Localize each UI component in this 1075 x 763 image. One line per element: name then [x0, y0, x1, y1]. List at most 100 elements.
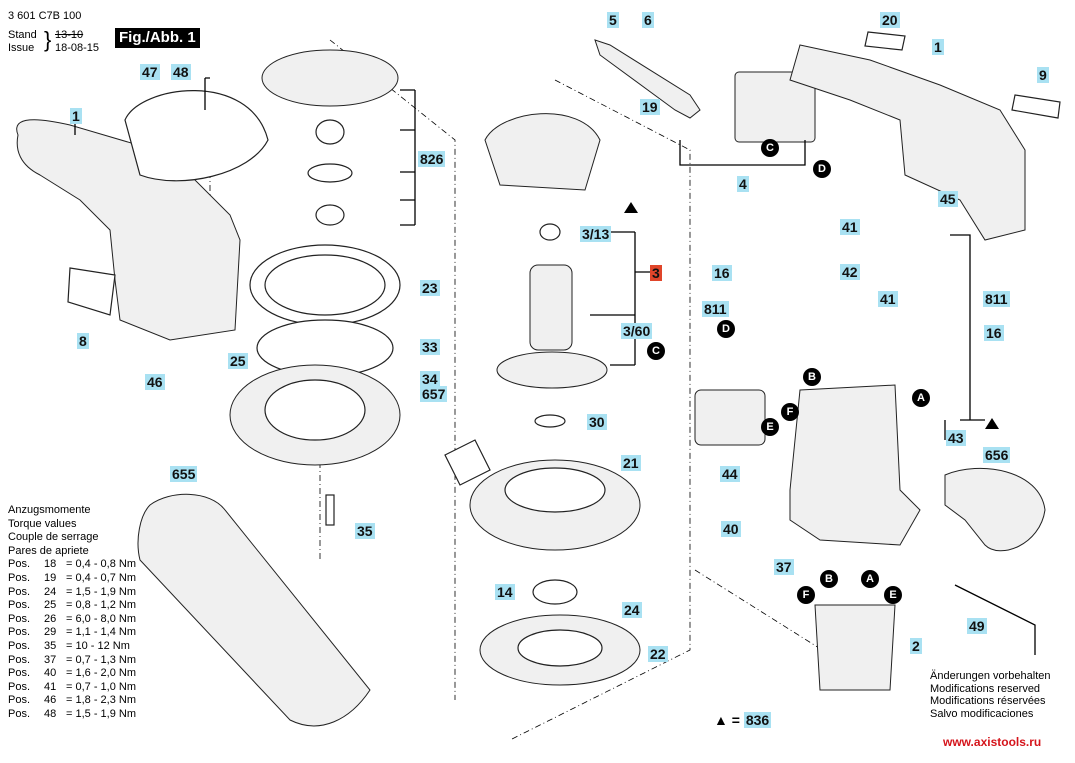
armature-fan: [496, 351, 608, 389]
part-label-16-left[interactable]: 16: [712, 265, 732, 281]
part-label-14[interactable]: 14: [495, 584, 515, 600]
torque-value: = 0,4 - 0,8 Nm: [66, 558, 137, 571]
part-label-47[interactable]: 47: [140, 64, 160, 80]
label-8: [67, 267, 116, 316]
part-label-3[interactable]: 3: [650, 265, 662, 281]
part-label-46[interactable]: 46: [145, 374, 165, 390]
part-label-34[interactable]: 34: [420, 371, 440, 387]
spindle-nut: [315, 204, 345, 226]
torque-row: Pos.18= 0,4 - 0,8 Nm: [8, 558, 136, 572]
torque-row: Pos.25= 0,8 - 1,2 Nm: [8, 599, 136, 613]
dust-cover-47: [124, 90, 269, 182]
part-label-20[interactable]: 20: [880, 12, 900, 28]
part-label-42[interactable]: 42: [840, 264, 860, 280]
torque-value: = 0,4 - 0,7 Nm: [66, 571, 137, 584]
torque-value: = 1,5 - 1,9 Nm: [66, 585, 137, 598]
part-label-37[interactable]: 37: [774, 559, 794, 575]
part-label-41-mid[interactable]: 41: [878, 291, 898, 307]
part-label-43[interactable]: 43: [946, 430, 966, 446]
part-label-657[interactable]: 657: [420, 386, 448, 402]
triangle-legend-symbol: ▲ =: [714, 712, 740, 728]
connector-c-marker: C: [761, 139, 779, 157]
triangle-836-marker: [624, 202, 638, 213]
torque-value: = 1,1 - 1,4 Nm: [66, 626, 137, 639]
part-label-6[interactable]: 6: [642, 12, 654, 28]
part-label-25[interactable]: 25: [228, 353, 248, 369]
part-label-811-right[interactable]: 811: [983, 291, 1010, 307]
part-label-21[interactable]: 21: [621, 455, 641, 471]
notice-line-es: Salvo modificaciones: [930, 707, 1034, 720]
part-label-45[interactable]: 45: [938, 191, 958, 207]
torque-pos-number: 24: [44, 585, 57, 598]
sanding-pad-center: [264, 379, 366, 441]
part-label-24[interactable]: 24: [622, 602, 642, 618]
connector-f-marker: F: [797, 586, 815, 604]
part-label-48[interactable]: 48: [171, 64, 191, 80]
part-label-4[interactable]: 4: [737, 176, 749, 192]
notice-line-fr: Modifications réservées: [930, 695, 1046, 707]
torque-pos-number: 40: [44, 667, 57, 680]
torque-value: = 6,0 - 8,0 Nm: [66, 612, 137, 625]
bearing-plate: [307, 163, 353, 183]
torque-row: Pos.48= 1,5 - 1,9 Nm: [8, 708, 136, 722]
cover-22-inner: [517, 629, 603, 667]
article-number: 3 601 C7B 100: [8, 10, 82, 22]
part-label-2[interactable]: 2: [910, 638, 922, 654]
torque-value: = 1,8 - 2,3 Nm: [66, 694, 137, 707]
issue-label: Issue: [8, 42, 35, 54]
bearing: [315, 119, 345, 145]
fan-housing-23-inner: [264, 254, 386, 316]
torque-pos-label: Pos.: [8, 653, 31, 666]
torque-pos-number: 37: [44, 653, 57, 666]
extraction-nozzle: [444, 439, 491, 486]
part-label-44[interactable]: 44: [720, 466, 740, 482]
part-label-23[interactable]: 23: [420, 280, 440, 296]
torque-row: Pos.24= 1,5 - 1,9 Nm: [8, 586, 136, 600]
part-label-49[interactable]: 49: [967, 618, 987, 634]
part-label-1[interactable]: 1: [70, 108, 82, 124]
bearing-cover-plate: [484, 113, 601, 191]
part-label-40[interactable]: 40: [721, 521, 741, 537]
stand-label: Stand: [8, 29, 37, 41]
part-label-5[interactable]: 5: [607, 12, 619, 28]
website-link[interactable]: www.axistools.ru: [943, 735, 1042, 749]
part-label-35[interactable]: 35: [355, 523, 375, 539]
connector-a-marker: A: [861, 570, 879, 588]
part-label-811-left[interactable]: 811: [702, 301, 729, 317]
part-label-19[interactable]: 19: [640, 99, 660, 115]
torque-row: Pos.26= 6,0 - 8,0 Nm: [8, 613, 136, 627]
part-label-33[interactable]: 33: [420, 339, 440, 355]
torque-pos-label: Pos.: [8, 599, 31, 612]
power-cable: [594, 39, 701, 119]
part-label-16-right[interactable]: 16: [984, 325, 1004, 341]
part-label-22[interactable]: 22: [648, 646, 668, 662]
part-label-41-top[interactable]: 41: [840, 219, 860, 235]
washer-30: [534, 414, 566, 428]
torque-title-es: Pares de apriete: [8, 544, 89, 557]
torque-pos-number: 26: [44, 612, 57, 625]
part-label-9[interactable]: 9: [1037, 67, 1049, 83]
torque-value: = 1,6 - 2,0 Nm: [66, 667, 137, 680]
torque-value: = 0,8 - 1,2 Nm: [66, 599, 137, 612]
part-label-1-right[interactable]: 1: [932, 39, 944, 55]
part-label-836[interactable]: 836: [743, 712, 772, 728]
stator-2: [814, 604, 896, 691]
part-label-8[interactable]: 8: [77, 333, 89, 349]
part-label-655[interactable]: 655: [170, 466, 198, 482]
part-label-3-13[interactable]: 3/13: [580, 226, 612, 242]
torque-pos-number: 19: [44, 571, 57, 584]
torque-title-de: Anzugsmomente: [8, 504, 91, 516]
electronics-module-44: [694, 389, 766, 446]
bearing-3-13: [539, 223, 561, 241]
notice-line-de: Änderungen vorbehalten: [930, 670, 1051, 682]
triangle-836-marker: [985, 418, 999, 429]
hex-key-49: [954, 584, 1036, 655]
brace-icon: }: [44, 27, 52, 52]
part-label-656[interactable]: 656: [983, 447, 1011, 463]
part-label-30[interactable]: 30: [587, 414, 607, 430]
torque-pos-label: Pos.: [8, 694, 31, 707]
dust-box-655: [137, 493, 371, 727]
part-label-826[interactable]: 826: [418, 151, 446, 167]
part-label-3-60[interactable]: 3/60: [621, 323, 653, 339]
